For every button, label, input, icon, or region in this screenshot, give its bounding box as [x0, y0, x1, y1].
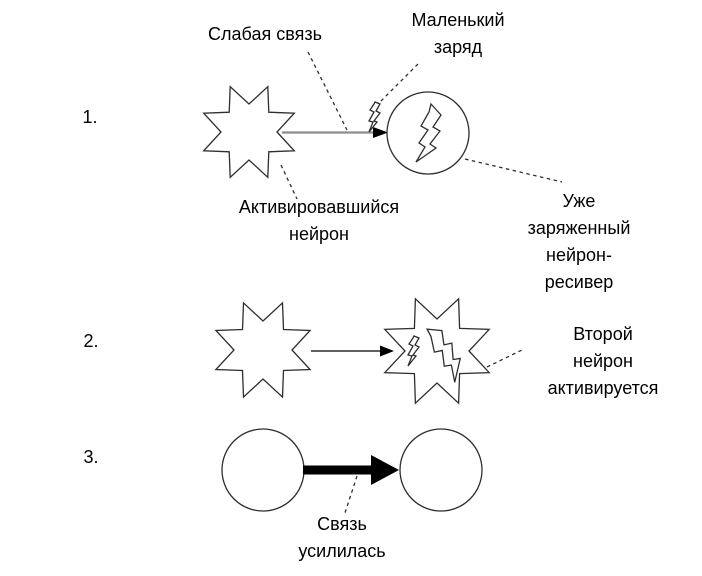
link-strengthened-callout-line — [343, 475, 358, 517]
small-charge-label: Маленький заряд — [411, 10, 505, 57]
small-charge-bolt-icon — [368, 101, 381, 133]
step3-right-neuron-circle — [399, 428, 483, 512]
step-3-number: 3. — [83, 447, 99, 467]
charged-receiver-callout-line — [464, 158, 563, 183]
weak-link-label: Слабая связь — [208, 24, 322, 44]
strong-connection-arrowhead — [371, 455, 399, 485]
weak-link-callout-line — [307, 51, 348, 131]
second-neuron-label: Второй нейрон активируется — [547, 324, 659, 398]
second-neuron-callout-line — [486, 348, 525, 368]
activated-neuron-callout-line — [280, 164, 298, 200]
link-strengthened-label: Связь усилилась — [298, 514, 386, 561]
small-charge-callout-line — [380, 63, 419, 102]
step3-left-neuron-circle — [221, 428, 305, 512]
step2-connection-arrowhead — [380, 345, 394, 357]
strong-connection-arrow-shaft — [303, 465, 375, 475]
activated-neuron-label: Активировавшийся нейрон — [238, 197, 400, 244]
step1-sender-neuron-star — [202, 85, 296, 179]
step-1-number: 1. — [82, 107, 98, 127]
charged-receiver-label: Уже заряженный нейрон-ресивер — [527, 191, 631, 292]
step2-sender-neuron-star — [214, 301, 312, 399]
weak-connection-arrowhead — [373, 127, 388, 138]
step-2-number: 2. — [83, 331, 99, 351]
